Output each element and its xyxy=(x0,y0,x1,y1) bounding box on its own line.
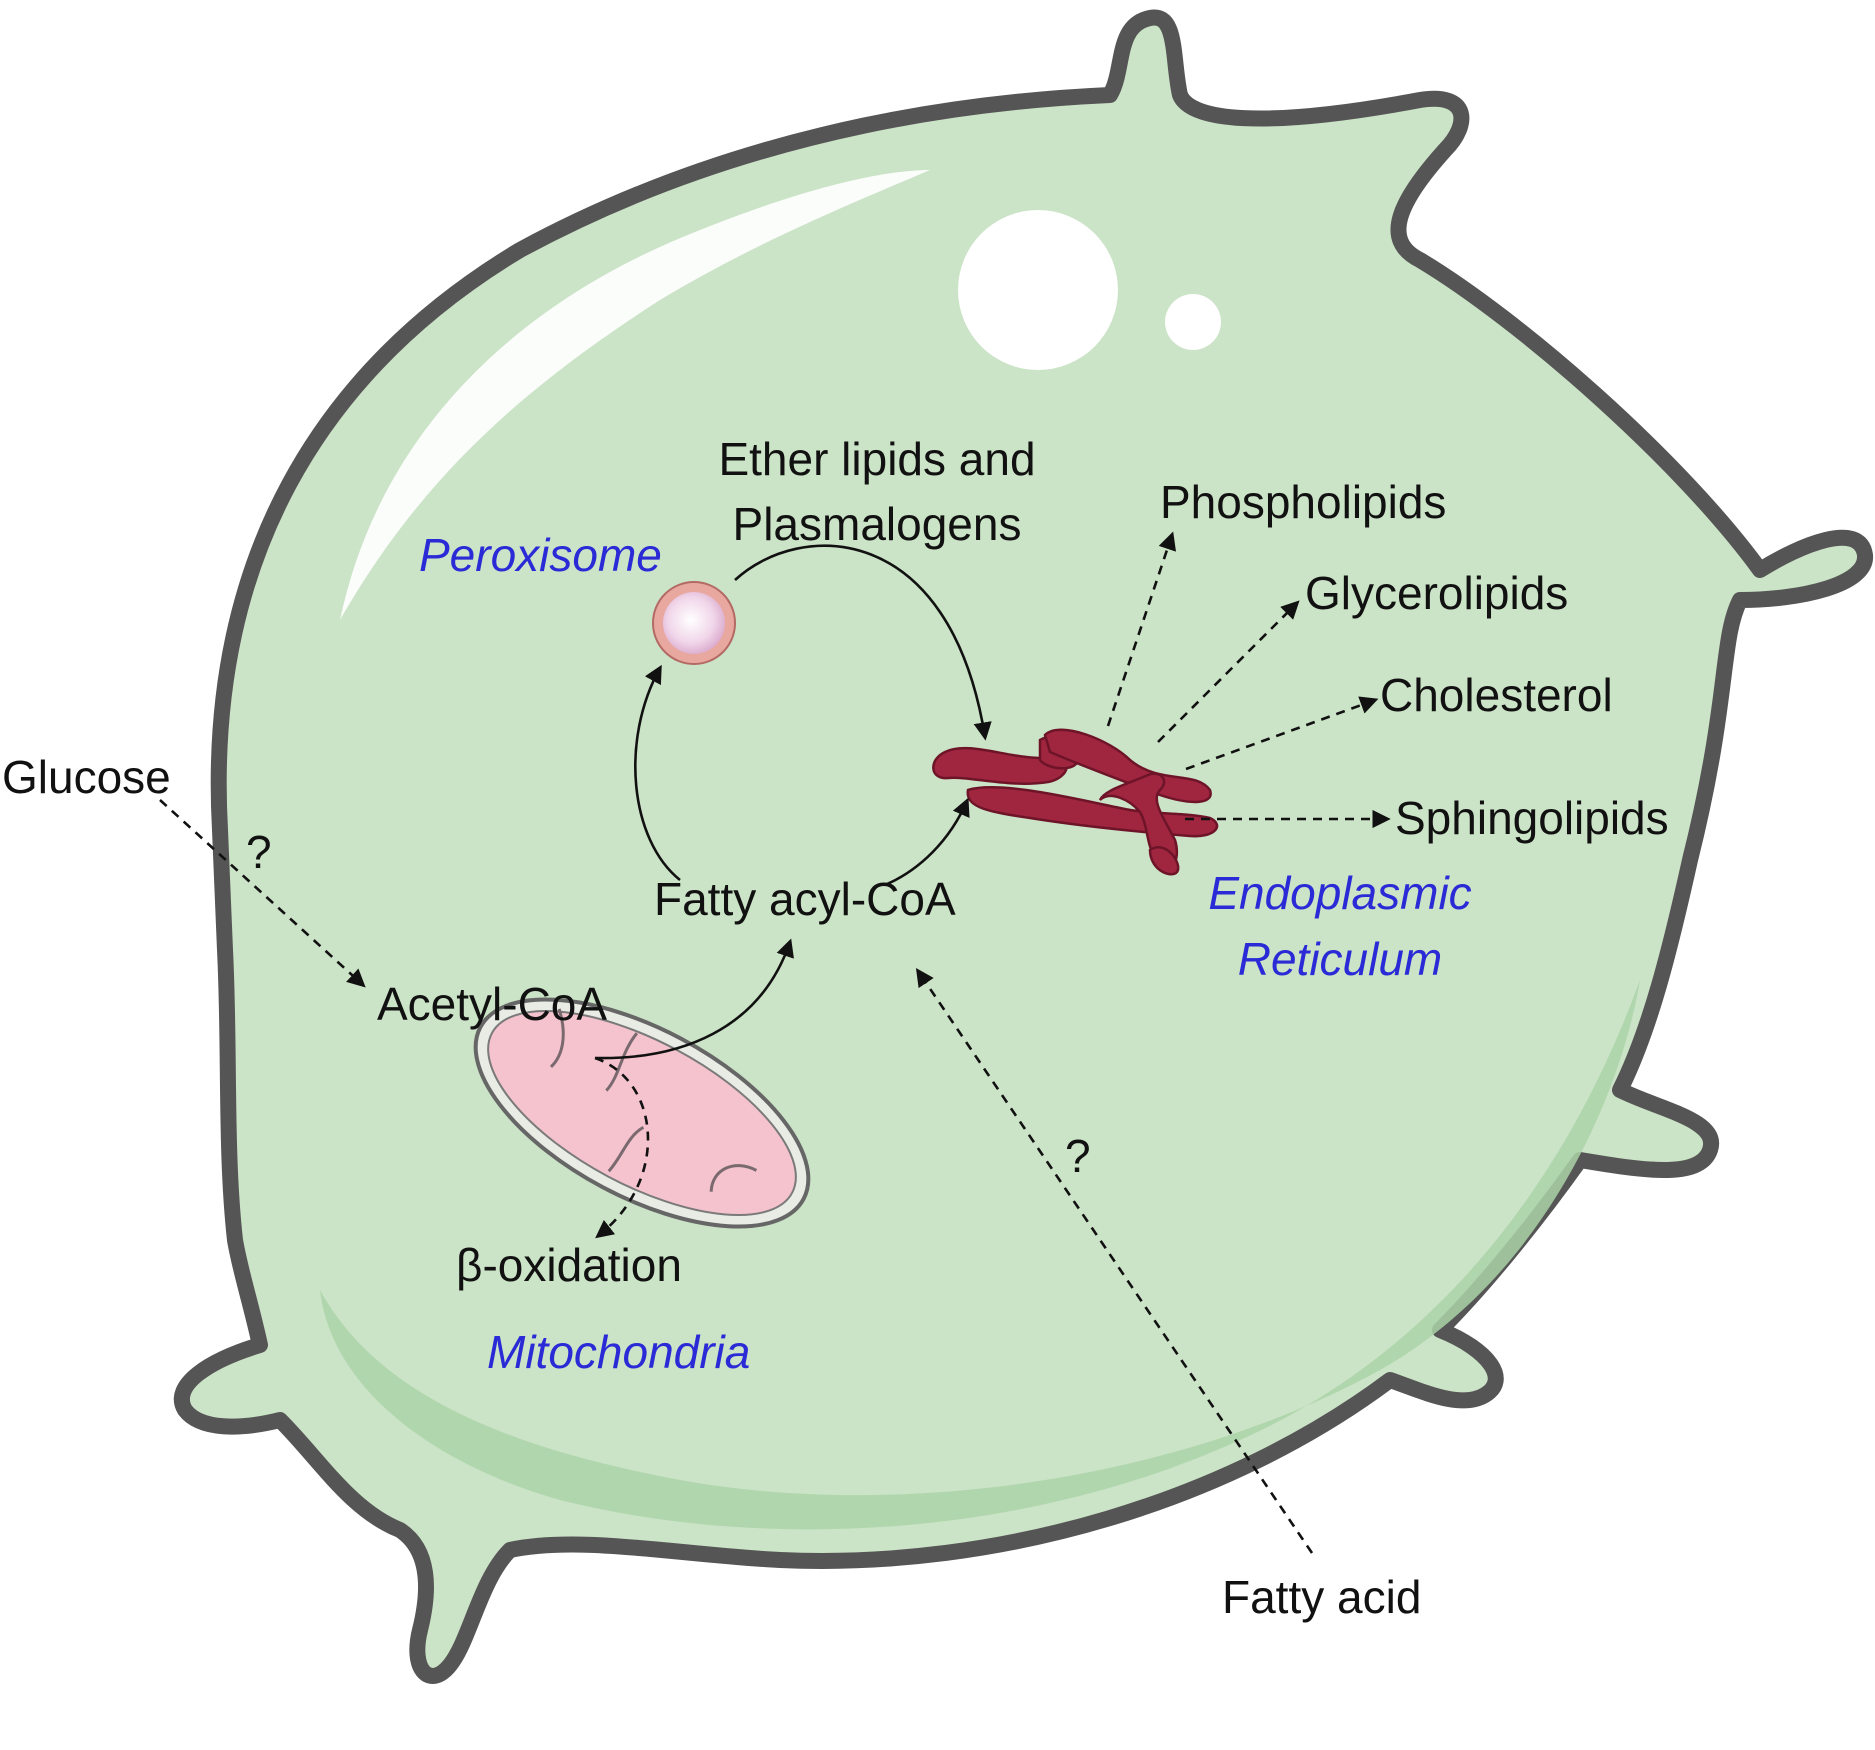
label-ether-lipids-1: Ether lipids and xyxy=(718,433,1035,485)
label-glycerolipids: Glycerolipids xyxy=(1305,567,1568,619)
arrow-beta-oxidation xyxy=(594,1056,650,1239)
arrow-mito-to-fatty-acyl xyxy=(594,938,794,1060)
label-beta-oxidation: β-oxidation xyxy=(456,1239,682,1291)
arrow-glucose-to-acetyl xyxy=(159,799,366,988)
dashed-arrows xyxy=(159,531,1391,1554)
endoplasmic-reticulum xyxy=(932,728,1219,876)
label-glucose: Glucose xyxy=(2,751,171,803)
label-question-glucose: ? xyxy=(246,826,272,878)
arrow-fatty-acyl-to-peroxisome xyxy=(634,664,681,882)
vesicle-large xyxy=(958,210,1118,370)
label-sphingolipids: Sphingolipids xyxy=(1395,792,1669,844)
label-ether-lipids-2: Plasmalogens xyxy=(733,498,1022,550)
arrow-peroxisome-to-er xyxy=(734,544,992,741)
label-question-fatty-acid: ? xyxy=(1065,1130,1091,1182)
mitochondrion xyxy=(473,997,811,1229)
arrow-er-to-glycerolipids xyxy=(1157,600,1300,743)
label-phospholipids: Phospholipids xyxy=(1160,476,1446,528)
peroxisome xyxy=(652,581,736,665)
arrow-er-to-phospholipids xyxy=(1106,531,1177,727)
label-fatty-acyl-coa: Fatty acyl-CoA xyxy=(654,873,956,925)
label-peroxisome: Peroxisome xyxy=(419,529,662,581)
label-acetyl-coa: Acetyl-CoA xyxy=(377,978,607,1030)
cell xyxy=(173,9,1873,1684)
labels: Ether lipids and Plasmalogens Fatty acyl… xyxy=(2,433,1669,1623)
label-er-1: Endoplasmic xyxy=(1208,867,1471,919)
label-er-2: Reticulum xyxy=(1238,933,1443,985)
label-mitochondria: Mitochondria xyxy=(487,1326,750,1378)
cell-membrane xyxy=(173,9,1873,1684)
cell-highlight xyxy=(340,170,930,620)
vesicle-small xyxy=(1165,294,1221,350)
label-fatty-acid: Fatty acid xyxy=(1222,1571,1421,1623)
label-cholesterol: Cholesterol xyxy=(1380,669,1613,721)
arrow-fatty-acyl-to-er xyxy=(884,797,970,887)
arrow-fatty-acid-in xyxy=(915,967,1314,1554)
arrow-er-to-cholesterol xyxy=(1185,696,1379,771)
solid-arrows xyxy=(594,544,992,1060)
